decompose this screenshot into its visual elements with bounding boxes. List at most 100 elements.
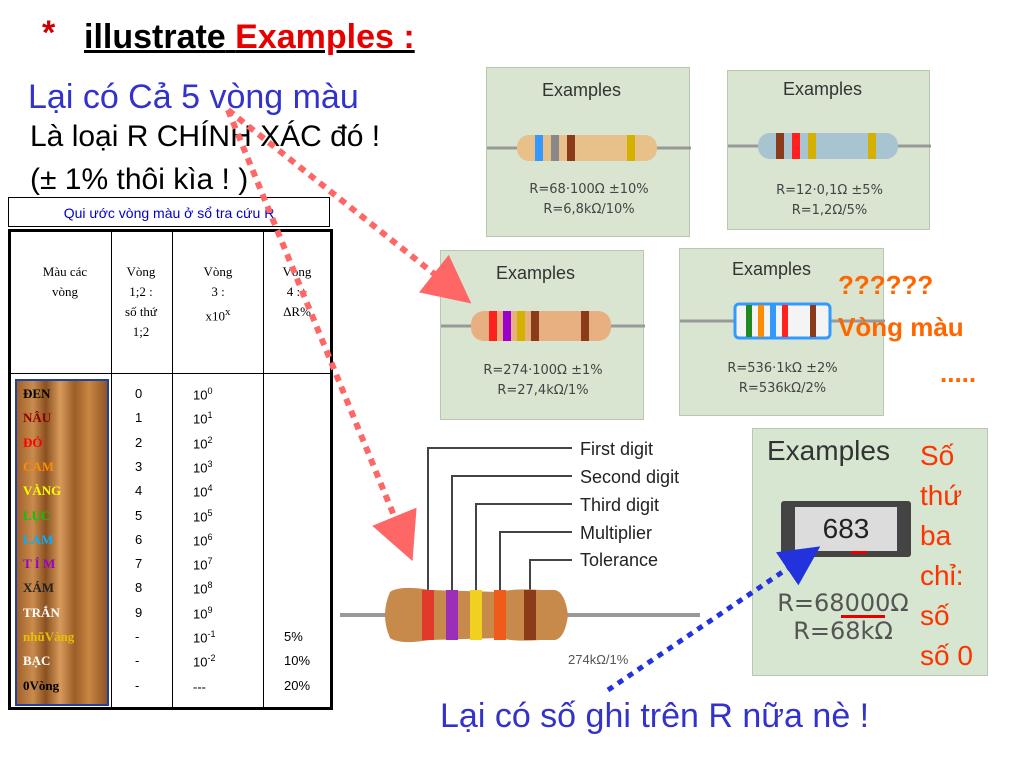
table-header-digit: Vòng 1;2 : số thứ 1;2 [111, 262, 171, 342]
color-name: ĐỎ [23, 434, 43, 450]
smd-note-line: ba [920, 520, 952, 551]
header-text: ΔR% [283, 304, 311, 319]
resistor-icon [441, 311, 645, 341]
multiplier-exponent: 3 [207, 458, 213, 469]
multiplier-base: 10 [193, 435, 208, 451]
smd-note-line: số 0 [920, 640, 973, 671]
color-name: XÁM [23, 580, 55, 596]
multiplier-value: 105 [193, 508, 212, 524]
color-name: BẠC [23, 653, 51, 669]
color-name: ĐEN [23, 386, 51, 401]
color-name: TRẮN [23, 604, 60, 620]
example-formula: R=536kΩ/2% [738, 381, 827, 396]
smd-formula: R=68000Ω [777, 589, 909, 617]
smd-underline [851, 551, 867, 554]
smd-note-line: Số [920, 440, 955, 471]
digit-value: 6 [135, 531, 143, 547]
multiplier-value: 102 [193, 435, 212, 451]
intro-line1: Lại có Cả 5 vòng màu [28, 78, 359, 116]
multiplier-exponent: 8 [207, 580, 213, 591]
multiplier-base: 10 [193, 557, 208, 573]
multiplier-value: 10-1 [193, 629, 215, 645]
diagram-value: 274kΩ/1% [568, 652, 629, 667]
multiplier-exponent: 0 [207, 386, 213, 396]
multiplier-value: 108 [193, 580, 212, 596]
diagram-label-second-digit: Second digit [580, 467, 680, 487]
color-code-table: Màu các vòng Vòng 1;2 : số thứ 1;2 Vòng … [8, 229, 333, 710]
multiplier-base: 10 [193, 484, 208, 500]
multiplier-base: 10 [193, 460, 208, 476]
example-image-1: Examples R=68·100Ω ±10% R=6,8kΩ/10% [486, 67, 691, 237]
multiplier-value: --- [193, 678, 206, 694]
bottom-text: Lại có số ghi trên R nữa nè ! [440, 697, 870, 735]
digit-value: 8 [135, 580, 143, 596]
table-caption: Qui ước vòng màu ở sổ tra cứu R [8, 197, 330, 227]
digit-value: 3 [135, 458, 143, 474]
color-name: nhũVàng [23, 629, 75, 644]
header-text: Màu các [42, 264, 88, 279]
multiplier-exponent: 6 [207, 531, 213, 542]
header-sup: x [225, 306, 231, 318]
tolerance-value: 10% [284, 653, 311, 669]
question-dots: ..... [940, 358, 977, 388]
multiplier-base: 10 [193, 411, 208, 427]
example-formula: R=27,4kΩ/1% [497, 383, 589, 398]
example-image-2: Examples R=12·0,1Ω ±5% R=1,2Ω/5% [727, 70, 931, 230]
multiplier-exponent: -2 [207, 653, 216, 664]
example-formula: R=1,2Ω/5% [791, 203, 868, 218]
digit-value: 1 [135, 410, 143, 426]
multiplier-base: 10 [193, 533, 208, 549]
tolerance-value: 20% [284, 677, 311, 693]
digit-value: - [135, 677, 140, 693]
smd-label: Examples [767, 435, 890, 466]
example-formula: R=12·0,1Ω ±5% [776, 183, 883, 198]
digit-value: - [135, 629, 140, 644]
multiplier-exponent: 9 [207, 604, 213, 615]
resistor-icon [487, 135, 691, 161]
diagram-label-multiplier: Multiplier [580, 523, 653, 543]
multiplier-value: 107 [193, 556, 212, 572]
multiplier-exponent: 1 [207, 410, 213, 421]
multiplier-value: 101 [193, 410, 212, 426]
header-text: số thứ [125, 304, 157, 319]
multiplier-base: --- [193, 678, 206, 694]
example-image-3: Examples R=274·100Ω ±1% R=27,4kΩ/1% [440, 250, 645, 420]
table-header-multiplier: Vòng 3 : x10x [173, 262, 263, 326]
page-title: illustrate Examples : [84, 18, 415, 57]
wood-texture-panel [15, 379, 109, 706]
header-text: 4 :± [286, 284, 308, 299]
smd-note-line: thứ [920, 480, 963, 511]
title-star: * [42, 14, 56, 52]
example-label: Examples [732, 259, 812, 279]
multiplier-value: 106 [193, 532, 212, 548]
multiplier-base: 10 [193, 606, 208, 622]
table-header-tolerance: Vòng 4 :± ΔR% [264, 262, 330, 322]
color-name: NÂU [23, 410, 52, 426]
resistor-icon [728, 133, 931, 159]
smd-note-line: chỉ: [920, 560, 964, 591]
color-name: VÀNG [23, 483, 62, 499]
resistor-icon [680, 302, 885, 340]
multiplier-base: 10 [193, 581, 208, 597]
intro-line2: Là loại R CHÍNH XÁC đó ! [30, 120, 381, 153]
example-image-4: Examples R=536·1kΩ ±2% R=536kΩ/2% [679, 248, 885, 416]
smd-formula: R=68kΩ [793, 617, 893, 645]
multiplier-exponent: 7 [207, 556, 213, 567]
digit-value: 7 [135, 556, 143, 572]
header-text: vòng [52, 284, 78, 299]
smd-underline [841, 615, 885, 618]
tolerance-value: 5% [284, 629, 303, 644]
header-text: Vòng [282, 264, 312, 279]
header-text: 1;2 [132, 324, 150, 339]
table-header-color: Màu các vòng [21, 262, 109, 302]
table-divider [111, 232, 112, 707]
digit-value: 4 [135, 483, 143, 499]
multiplier-exponent: 2 [207, 434, 213, 445]
example-formula: R=6,8kΩ/10% [543, 202, 635, 217]
color-name: T Í M [23, 556, 56, 572]
color-name: 0Vòng [23, 677, 60, 693]
multiplier-value: 104 [193, 483, 212, 499]
multiplier-base: 10 [193, 508, 208, 524]
table-divider [172, 232, 173, 707]
example-formula: R=274·100Ω ±1% [483, 363, 603, 378]
